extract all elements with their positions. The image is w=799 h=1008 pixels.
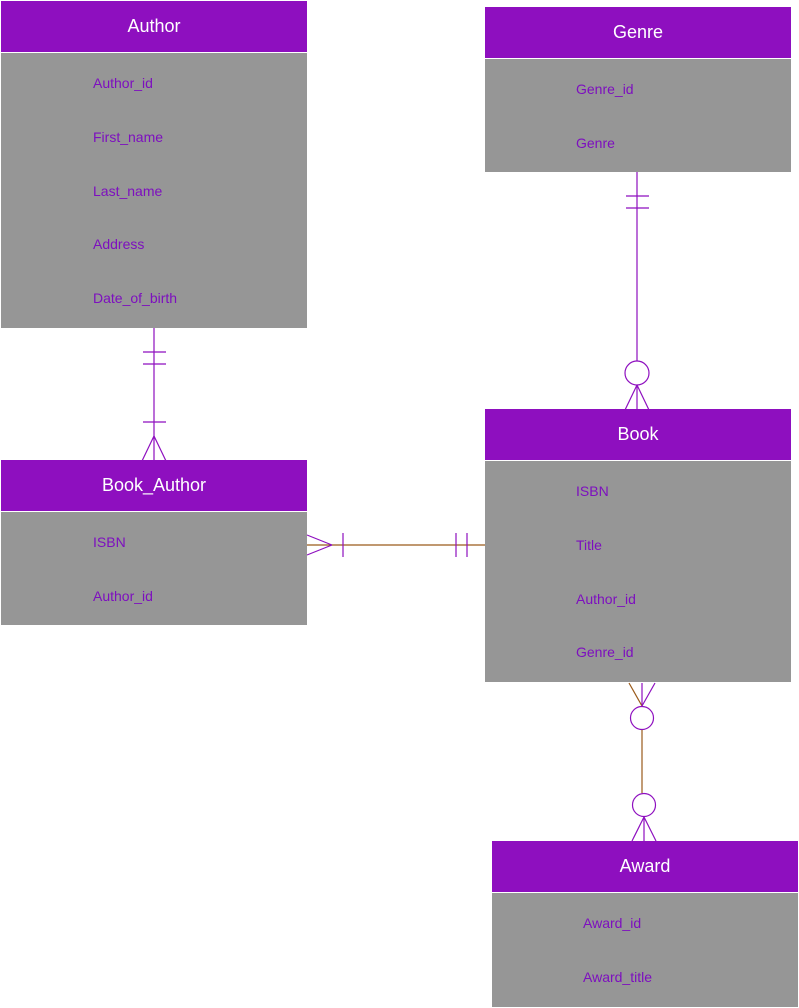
entity-body: ISBN Author_id: [1, 512, 307, 625]
rel-book-award: [628, 682, 657, 842]
attribute-first-name: First_name: [93, 129, 164, 145]
entity-author[interactable]: Author Author_id First_name Last_name Ad…: [1, 1, 307, 328]
attribute-award-id: Award_id: [583, 915, 642, 931]
attribute-genre-id: Genre_id: [576, 81, 634, 97]
entity-genre[interactable]: Genre Genre_id Genre: [485, 7, 791, 172]
entity-body: Author_id First_name Last_name Address D…: [1, 53, 307, 328]
entity-book[interactable]: Book ISBN Title Author_id Genre_id: [485, 409, 791, 682]
entity-title: Award: [492, 841, 798, 893]
entity-title: Book_Author: [1, 460, 307, 512]
rel-genre-book: [624, 172, 650, 411]
attribute-last-name: Last_name: [93, 183, 163, 199]
attribute-author-id: Author_id: [93, 75, 153, 91]
entity-body: Genre_id Genre: [485, 59, 791, 172]
attribute-isbn: ISBN: [576, 483, 609, 499]
entity-title: Genre: [485, 7, 791, 59]
attribute-title: Title: [576, 537, 602, 553]
attribute-author-id: Author_id: [576, 591, 636, 607]
attribute-isbn: ISBN: [93, 534, 126, 550]
entity-book-author[interactable]: Book_Author ISBN Author_id: [1, 460, 307, 625]
rel-book-book-author: [306, 533, 491, 557]
entity-title: Author: [1, 1, 307, 53]
entity-body: Award_id Award_title: [492, 893, 798, 1007]
attribute-author-id: Author_id: [93, 588, 153, 604]
entity-title: Book: [485, 409, 791, 461]
entity-award[interactable]: Award Award_id Award_title: [492, 841, 798, 1007]
rel-author-book-author: [141, 328, 167, 462]
attribute-genre-id: Genre_id: [576, 644, 634, 660]
attribute-award-title: Award_title: [583, 969, 653, 985]
attribute-genre: Genre: [576, 135, 615, 151]
attribute-address: Address: [93, 236, 145, 252]
attribute-date-of-birth: Date_of_birth: [93, 290, 178, 306]
entity-body: ISBN Title Author_id Genre_id: [485, 461, 791, 682]
